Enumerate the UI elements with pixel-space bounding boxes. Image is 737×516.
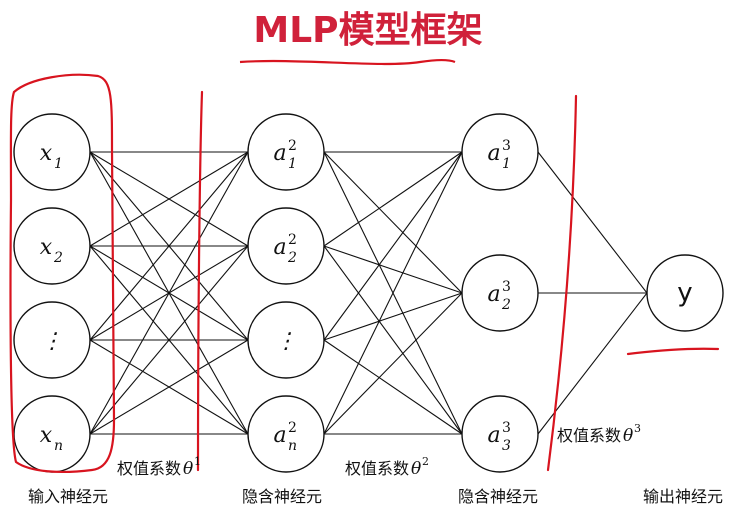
connection-edge (89, 151, 249, 435)
output-underline (626, 347, 720, 356)
weight1-divider (196, 90, 204, 472)
connection-edge (323, 245, 463, 294)
neuron-subscript: n (288, 438, 297, 454)
connection-edge (323, 151, 463, 294)
neuron-label: x (40, 141, 53, 166)
neuron-subscript: 2 (53, 250, 63, 266)
output-neuron: y (646, 254, 724, 332)
neuron-subscript: 1 (288, 156, 297, 172)
neuron-circle (13, 207, 91, 285)
connection-edge (89, 339, 249, 435)
neuron-superscript: 2 (288, 232, 297, 248)
input-layer-caption: 输入神经元 (28, 487, 108, 506)
neuron-label: a (273, 235, 286, 260)
hidden1-neuron: ⋮ (247, 301, 325, 379)
neuron-superscript: 2 (288, 138, 297, 154)
weight-label-text: 权值系数 (345, 459, 409, 478)
weight-superscript: 2 (422, 455, 429, 468)
input-layer-bracket (9, 73, 116, 474)
neuron-circle (461, 113, 539, 191)
neuron-subscript: 2 (501, 297, 511, 313)
neuron-label: a (273, 423, 286, 448)
neuron-superscript: 3 (502, 138, 511, 154)
connection-edge (323, 339, 463, 435)
neuron-superscript: 3 (502, 420, 511, 436)
neuron-circle (461, 395, 539, 473)
title-underline (239, 59, 456, 66)
neuron-superscript: 3 (502, 279, 511, 295)
neuron-subscript: 3 (502, 438, 511, 454)
neuron-superscript: 2 (288, 420, 297, 436)
connection-edge (89, 151, 249, 341)
connection-edge (323, 151, 463, 341)
weight-symbol: θ (183, 459, 193, 479)
hidden2-divider (546, 94, 578, 472)
diagram-title: MLP模型框架 (253, 10, 482, 51)
hidden1-layer-caption: 隐含神经元 (242, 487, 322, 506)
neuron-label: ⋮ (275, 329, 297, 354)
neuron-circle (247, 395, 325, 473)
neuron-circle (247, 301, 325, 379)
connection-lines (89, 151, 648, 435)
connection-edge (323, 292, 463, 435)
connection-edge (323, 245, 463, 435)
neuron-subscript: 1 (502, 156, 511, 172)
neuron-label: ⋮ (41, 329, 63, 354)
neuron-label: y (677, 278, 692, 308)
neuron-circle (13, 301, 91, 379)
red-annotations (9, 73, 720, 474)
weight-superscript: 1 (194, 455, 201, 468)
input-neuron: ⋮ (13, 301, 91, 379)
weight-symbol: θ (411, 459, 421, 479)
neuron-label: a (487, 282, 500, 307)
neuron-label: x (40, 423, 53, 448)
output-layer-caption: 输出神经元 (643, 487, 723, 506)
weight-label-text: 权值系数 (117, 459, 181, 478)
weight-superscript: 3 (634, 422, 641, 435)
neuron-subscript: 1 (54, 156, 63, 172)
neuron-label: a (487, 423, 500, 448)
neuron-circle (461, 254, 539, 332)
neuron-subscript: 2 (287, 250, 297, 266)
neuron-label: a (273, 141, 286, 166)
title-group: MLP模型框架 (239, 10, 483, 66)
neuron-circle (13, 113, 91, 191)
neuron-subscript: n (54, 438, 63, 454)
neuron-circle (247, 207, 325, 285)
connection-edge (537, 151, 648, 294)
neuron-label: a (487, 141, 500, 166)
neuron-circle (646, 254, 724, 332)
neuron-circle (247, 113, 325, 191)
weight-label-text: 权值系数 (557, 426, 621, 445)
connection-edge (89, 245, 249, 435)
neuron-label: x (40, 235, 53, 260)
connection-edge (323, 151, 463, 435)
weight-symbol: θ (623, 426, 633, 446)
hidden2-layer-caption: 隐含神经元 (458, 487, 538, 506)
connection-edge (323, 292, 463, 341)
connection-edge (323, 151, 463, 247)
connection-edge (89, 151, 249, 247)
